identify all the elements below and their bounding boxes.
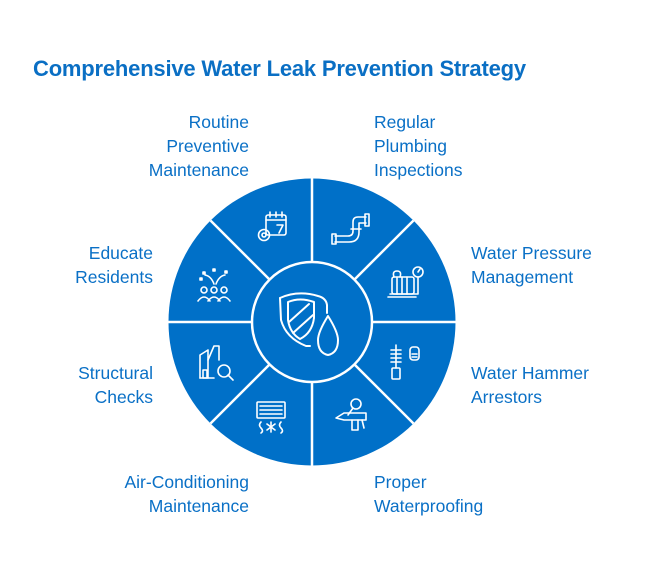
label-line: Waterproofing xyxy=(374,496,484,516)
people-celebration-icon xyxy=(197,268,231,302)
label-routine-preventive-maintenance: Routine Preventive Maintenance xyxy=(149,110,249,182)
segment-dividers xyxy=(168,178,456,466)
label-line: Plumbing xyxy=(374,136,447,156)
label-proper-waterproofing: Proper Waterproofing xyxy=(374,470,483,518)
label-line: Management xyxy=(471,267,574,287)
label-line: Educate xyxy=(88,243,153,263)
label-line: Maintenance xyxy=(148,496,249,516)
gear-calendar-icon xyxy=(257,211,287,242)
label-water-pressure-management: Water Pressure Management xyxy=(471,241,592,289)
label-line: Water Pressure xyxy=(471,243,592,263)
label-line: Arrestors xyxy=(471,387,542,407)
diagram-title: Comprehensive Water Leak Prevention Stra… xyxy=(33,56,526,81)
label-line: Routine xyxy=(188,112,249,132)
label-line: Air-Conditioning xyxy=(124,472,249,492)
label-educate-residents: Educate Residents xyxy=(75,241,153,289)
label-regular-plumbing-inspections: Regular Plumbing Inspections xyxy=(374,110,463,182)
sealant-gun-icon xyxy=(335,398,367,431)
label-line: Water Hammer xyxy=(471,363,589,383)
label-line: Structural xyxy=(78,363,153,383)
pressure-gauge-icon xyxy=(387,266,424,298)
label-water-hammer-arrestors: Water Hammer Arrestors xyxy=(471,361,589,409)
shield-water-drop-icon xyxy=(279,292,339,356)
label-structural-checks: Structural Checks xyxy=(78,361,153,409)
building-search-icon xyxy=(199,345,234,381)
label-line: Maintenance xyxy=(148,160,249,180)
label-line: Proper xyxy=(374,472,427,492)
label-line: Regular xyxy=(374,112,436,132)
label-line: Residents xyxy=(75,267,153,287)
label-air-conditioning-maintenance: Air-Conditioning Maintenance xyxy=(124,470,249,518)
label-line: Checks xyxy=(94,387,153,407)
label-line: Preventive xyxy=(166,136,249,156)
pipe-icon xyxy=(331,213,370,245)
arrestor-icon xyxy=(390,344,420,380)
label-line: Inspections xyxy=(374,160,463,180)
air-conditioner-icon xyxy=(256,401,286,434)
center-circle xyxy=(250,260,374,384)
